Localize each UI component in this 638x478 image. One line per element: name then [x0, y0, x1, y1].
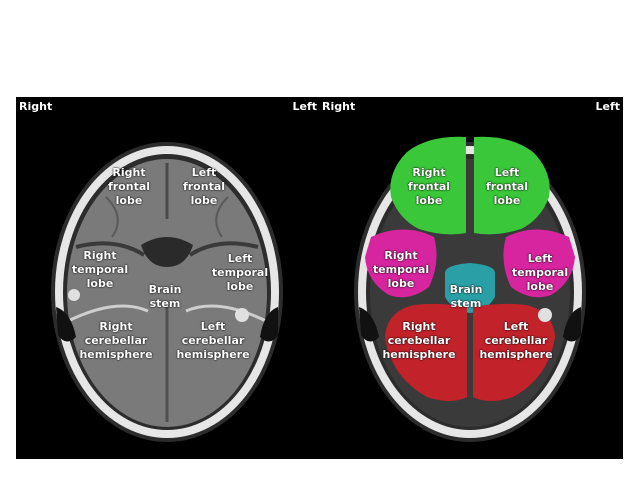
- ct-panel-grayscale: Right Left Right frontal lobe Left front…: [16, 97, 320, 459]
- label-left-frontal-lobe: Left frontal lobe: [182, 166, 226, 207]
- ct-scan-image: [51, 142, 283, 442]
- orientation-right-label: Right: [322, 100, 356, 113]
- orientation-right-label: Right: [19, 100, 53, 113]
- region-right-cerebellar-hemisphere: [385, 303, 467, 401]
- label-left-cerebellar-hemisphere: Left cerebellar hemisphere: [176, 320, 250, 361]
- label-left-cerebellar-hemisphere: Left cerebellar hemisphere: [479, 320, 553, 361]
- label-right-cerebellar-hemisphere: Right cerebellar hemisphere: [79, 320, 153, 361]
- orientation-left-label: Left: [292, 100, 317, 113]
- region-right-temporal-lobe: [365, 229, 437, 298]
- label-left-temporal-lobe: Left temporal lobe: [511, 252, 569, 293]
- region-left-frontal-lobe: [474, 136, 550, 235]
- label-right-cerebellar-hemisphere: Right cerebellar hemisphere: [382, 320, 456, 361]
- orientation-left-label: Left: [595, 100, 620, 113]
- label-left-temporal-lobe: Left temporal lobe: [211, 252, 269, 293]
- label-left-frontal-lobe: Left frontal lobe: [485, 166, 529, 207]
- region-left-cerebellar-hemisphere: [473, 303, 555, 401]
- ct-panel-colored: Right Left Right frontal lobe Left front…: [319, 97, 623, 459]
- region-brain-stem: [445, 263, 495, 313]
- region-left-temporal-lobe: [503, 229, 575, 298]
- label-right-temporal-lobe: Right temporal lobe: [372, 249, 430, 290]
- label-right-frontal-lobe: Right frontal lobe: [407, 166, 451, 207]
- region-right-frontal-lobe: [390, 136, 466, 235]
- label-right-temporal-lobe: Right temporal lobe: [71, 249, 129, 290]
- ct-scan-colored-image: [354, 136, 586, 442]
- label-brain-stem: Brain stem: [449, 283, 483, 310]
- label-right-frontal-lobe: Right frontal lobe: [107, 166, 151, 207]
- label-brain-stem: Brain stem: [148, 283, 182, 310]
